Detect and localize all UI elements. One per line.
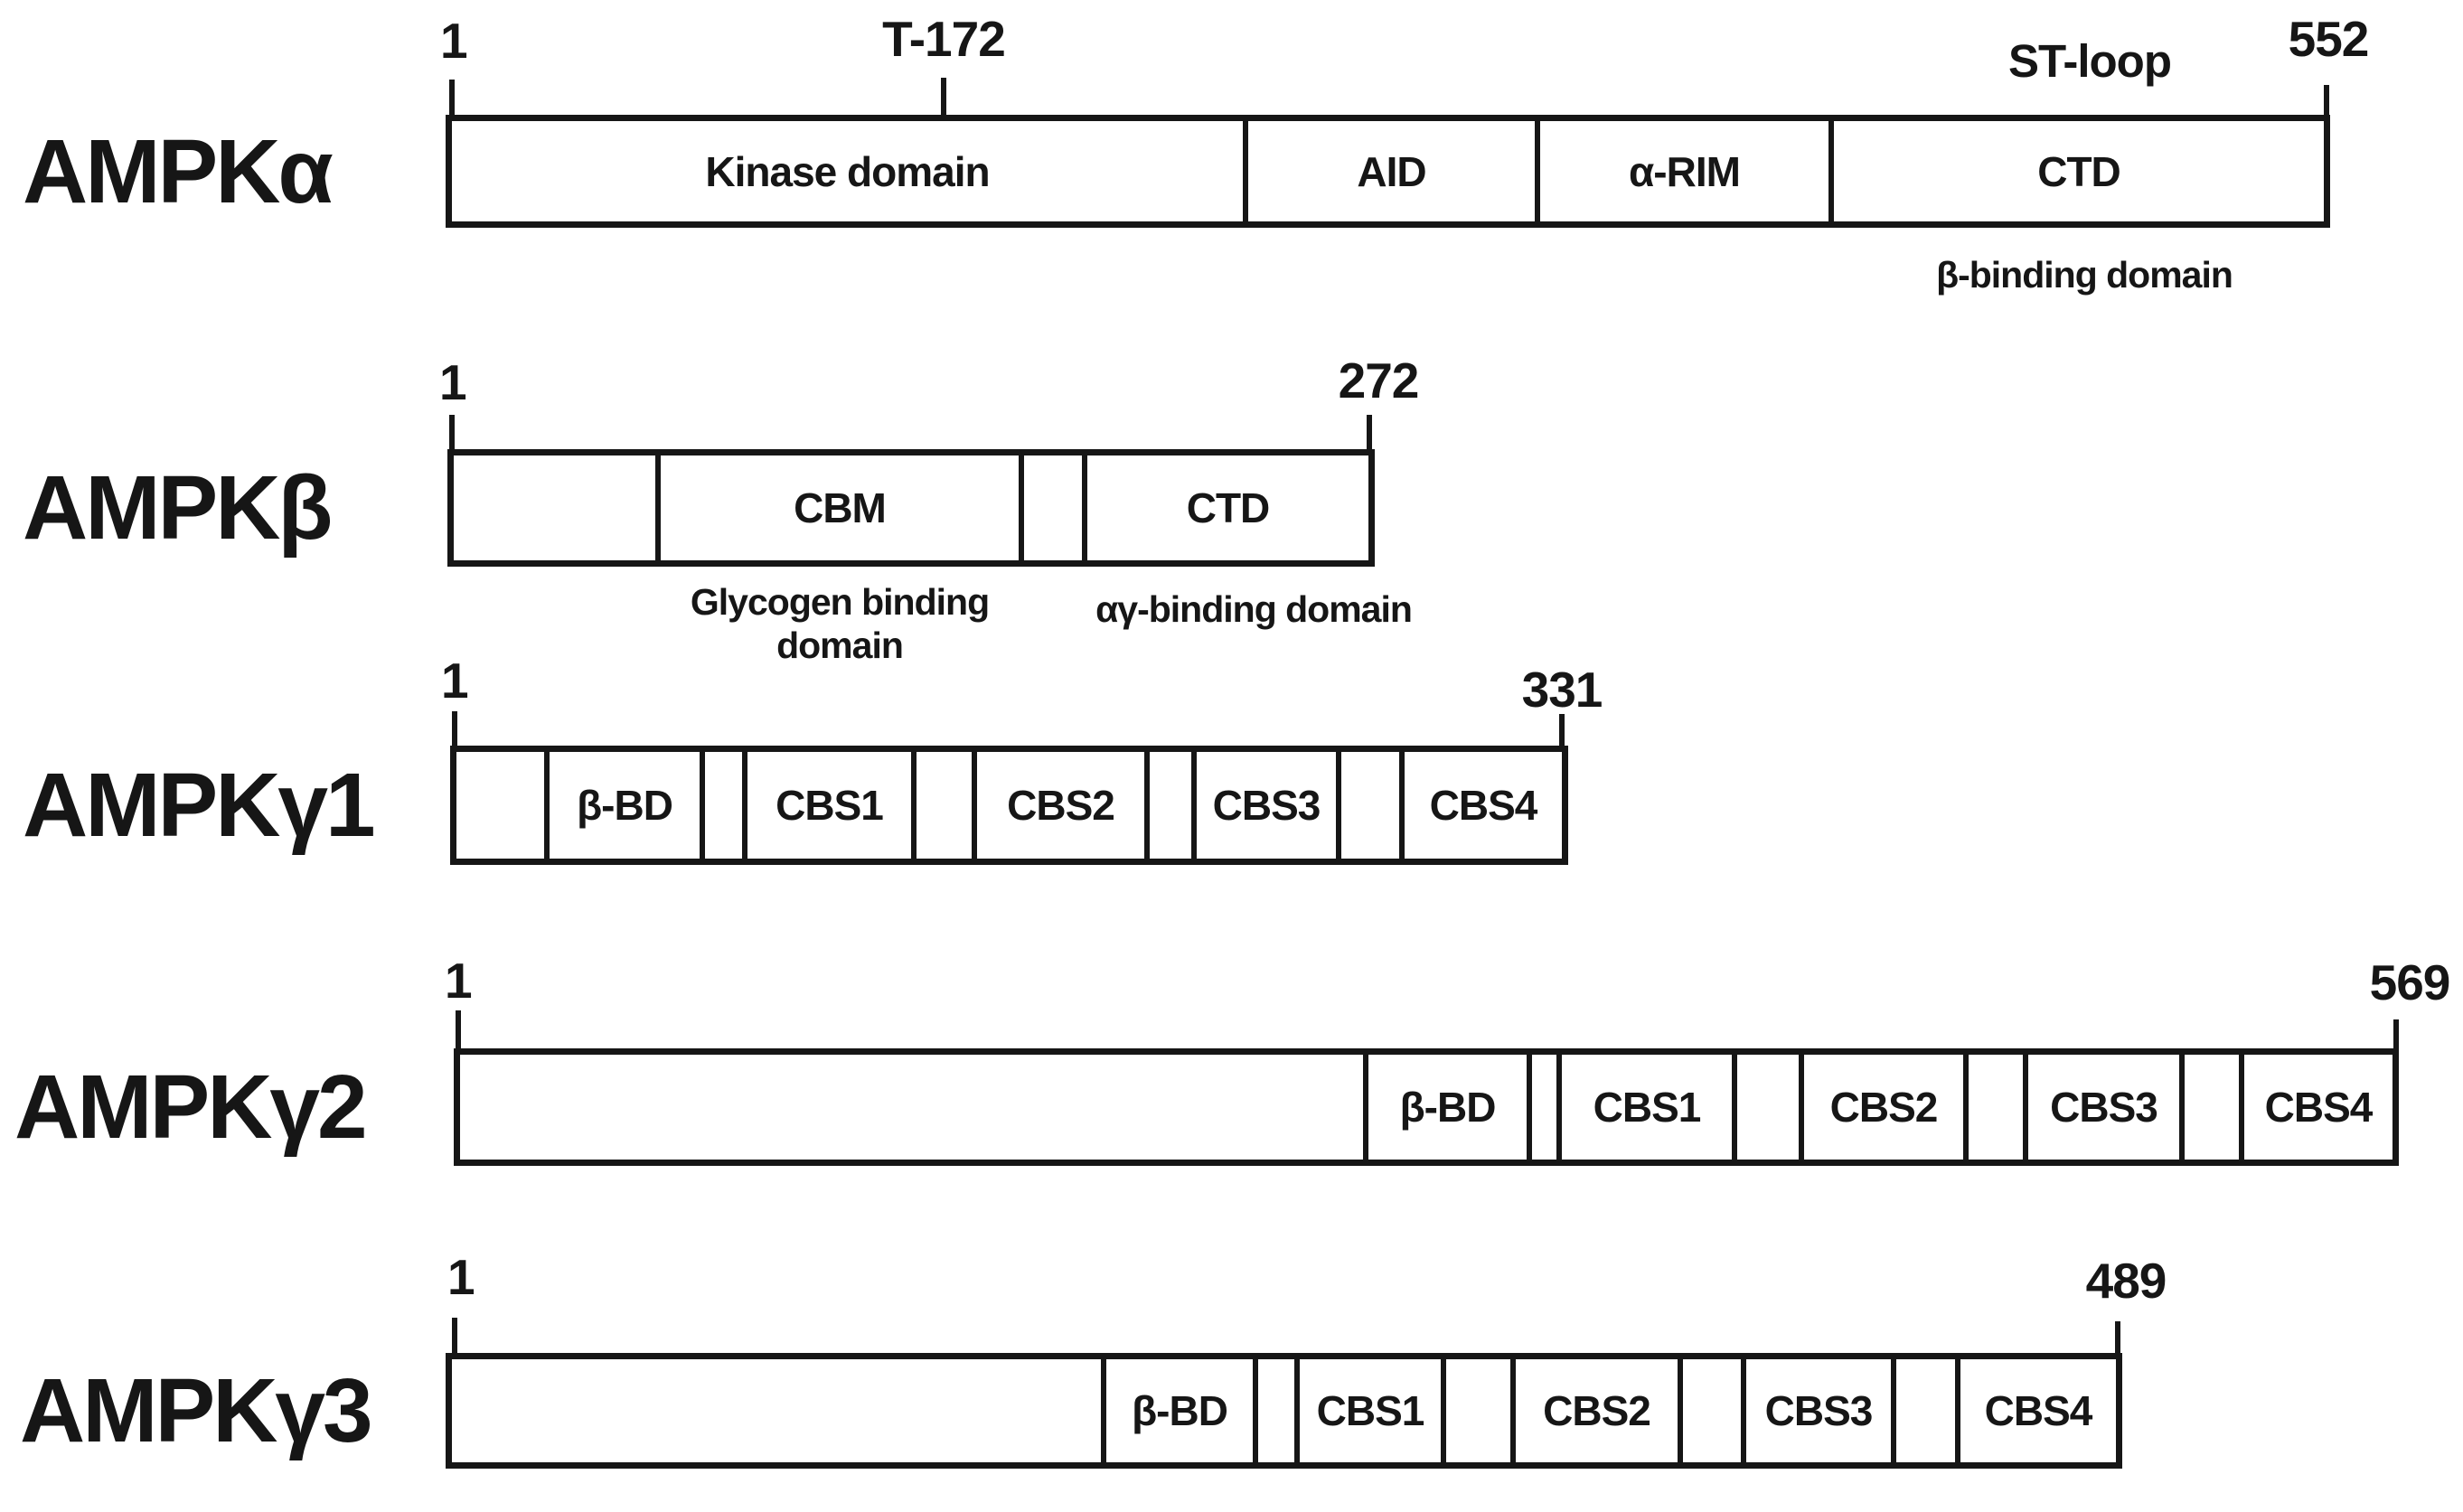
- domain-label: CBS4: [1984, 1387, 2093, 1434]
- domain-segment-cbs2: CBS2: [1799, 1055, 1963, 1160]
- domain-segment-cbs2: CBS2: [972, 752, 1144, 859]
- tick-end-beta: [1367, 415, 1372, 449]
- domain-segment-cbs4: CBS4: [2239, 1055, 2392, 1160]
- tick-end-alpha: [2324, 85, 2329, 115]
- domain-segment: [456, 752, 544, 859]
- start-residue-gamma1: 1: [441, 653, 469, 709]
- domain-segment-ctd-alpha: CTD: [1828, 121, 2324, 221]
- domain-label: β-BD: [577, 782, 673, 829]
- domain-segment-cbs3: CBS3: [1741, 1359, 1891, 1462]
- domain-label: CTD: [1186, 484, 1271, 531]
- start-residue-gamma2: 1: [445, 953, 473, 1009]
- domain-label: β-BD: [1399, 1084, 1497, 1131]
- domain-bar-gamma2: β-BD CBS1 CBS2 CBS3: [454, 1048, 2399, 1166]
- row-label-ampk-gamma2: AMPKγ2: [14, 1057, 368, 1158]
- domain-segment-kinase: Kinase domain: [452, 121, 1243, 221]
- tick-start-gamma3: [452, 1318, 457, 1353]
- domain-label: CBS2: [1829, 1084, 1939, 1131]
- domain-segment-bbd: β-BD: [1363, 1055, 1527, 1160]
- domain-segment: [1891, 1359, 1955, 1462]
- row-label-ampk-gamma1: AMPKγ1: [23, 755, 376, 856]
- glycogen-binding-domain-label: Glycogen binding domain: [690, 581, 990, 667]
- domain-segment: [452, 1359, 1101, 1462]
- domain-segment-cbs4: CBS4: [1399, 752, 1562, 859]
- domain-segment-cbs3: CBS3: [2023, 1055, 2179, 1160]
- domain-segment: [700, 752, 742, 859]
- domain-label: CBS2: [1543, 1387, 1651, 1434]
- domain-label: CBS1: [1316, 1387, 1425, 1434]
- domain-label: CTD: [2037, 147, 2121, 195]
- domain-segment-aid: AID: [1243, 121, 1535, 221]
- domain-segment-ctd-beta: CTD: [1082, 455, 1368, 560]
- alpha-gamma-binding-domain-label: αγ-binding domain: [1095, 588, 1413, 630]
- domain-label: CBS1: [1593, 1084, 1702, 1131]
- domain-segment: [1963, 1055, 2023, 1160]
- domain-segment-arim: α-RIM: [1535, 121, 1828, 221]
- st-loop-label: ST-loop: [2008, 35, 2172, 87]
- domain-segment: [1144, 752, 1191, 859]
- domain-segment-cbs4: CBS4: [1955, 1359, 2116, 1462]
- domain-label: CBM: [794, 484, 887, 531]
- domain-segment: [1527, 1055, 1556, 1160]
- domain-label: AID: [1357, 147, 1426, 195]
- domain-segment: [1678, 1359, 1741, 1462]
- tick-end-gamma1: [1559, 714, 1565, 746]
- domain-segment-cbm: CBM: [655, 455, 1019, 560]
- domain-bar-beta: CBM CTD: [447, 449, 1375, 567]
- domain-label: CBS3: [2050, 1084, 2158, 1131]
- end-residue-gamma3: 489: [2085, 1253, 2167, 1309]
- end-residue-gamma1: 331: [1521, 662, 1603, 718]
- domain-label: CBS3: [1764, 1387, 1874, 1434]
- domain-segment-cbs1: CBS1: [1556, 1055, 1732, 1160]
- domain-segment: [911, 752, 972, 859]
- end-residue-beta: 272: [1338, 352, 1420, 409]
- domain-segment-bbd: β-BD: [544, 752, 700, 859]
- start-residue-gamma3: 1: [447, 1249, 475, 1305]
- domain-segment-cbs2: CBS2: [1510, 1359, 1678, 1462]
- beta-binding-domain-label: β-binding domain: [1936, 254, 2233, 296]
- end-residue-gamma2: 569: [2369, 954, 2451, 1010]
- domain-label: α-RIM: [1629, 147, 1741, 195]
- domain-segment-cbs1: CBS1: [1294, 1359, 1441, 1462]
- domain-bar-gamma3: β-BD CBS1 CBS2 CBS3: [446, 1353, 2122, 1469]
- domain-bar-gamma1: β-BD CBS1 CBS2 CBS3: [450, 746, 1568, 865]
- tick-end-gamma3: [2115, 1321, 2120, 1353]
- tick-t172: [941, 78, 946, 115]
- domain-label: CBS2: [1007, 782, 1115, 829]
- domain-segment-nterm-beta: [454, 455, 655, 560]
- domain-segment-bbd: β-BD: [1101, 1359, 1253, 1462]
- start-residue-alpha: 1: [440, 13, 468, 69]
- domain-segment-cbs1: CBS1: [742, 752, 911, 859]
- row-label-ampk-beta: AMPKβ: [23, 457, 333, 559]
- domain-label: Kinase domain: [705, 147, 990, 195]
- domain-segment: [1732, 1055, 1799, 1160]
- start-residue-beta: 1: [439, 354, 467, 410]
- tick-start-alpha: [449, 80, 455, 115]
- domain-label: CBS1: [776, 782, 884, 829]
- domain-label: CBS4: [1429, 782, 1538, 829]
- domain-bar-alpha: Kinase domain AID α-RIM CTD: [446, 115, 2330, 228]
- domain-label: CBS4: [2264, 1084, 2374, 1131]
- domain-label: β-BD: [1132, 1387, 1228, 1434]
- row-label-ampk-gamma3: AMPKγ3: [20, 1360, 373, 1461]
- end-residue-alpha: 552: [2288, 11, 2370, 67]
- domain-label: CBS3: [1212, 782, 1321, 829]
- domain-segment: [1336, 752, 1399, 859]
- domain-segment-linker-beta: [1019, 455, 1082, 560]
- domain-segment: [1253, 1359, 1294, 1462]
- tick-end-gamma2: [2393, 1019, 2399, 1048]
- domain-segment: [2179, 1055, 2239, 1160]
- row-label-ampk-alpha: AMPKα: [23, 121, 334, 222]
- domain-segment-cbs3: CBS3: [1191, 752, 1336, 859]
- tick-start-gamma1: [452, 711, 457, 746]
- phospho-site-label: T-172: [882, 11, 1006, 67]
- domain-segment: [460, 1055, 1363, 1160]
- tick-start-gamma2: [456, 1010, 461, 1048]
- tick-start-beta: [449, 415, 455, 449]
- domain-segment: [1441, 1359, 1510, 1462]
